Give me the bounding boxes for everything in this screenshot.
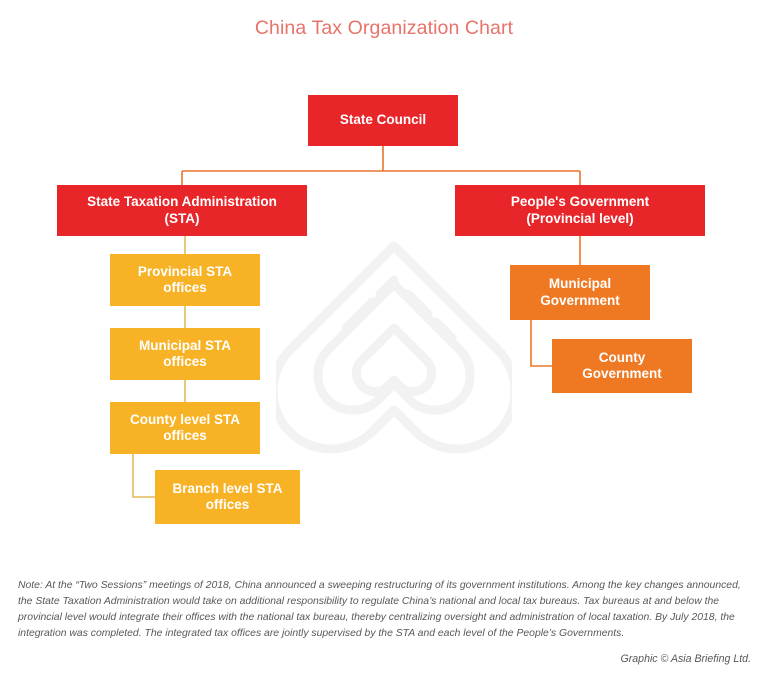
node-county-level-sta-offices[interactable]: County level STA offices: [110, 402, 260, 454]
page-title: China Tax Organization Chart: [254, 17, 514, 39]
node-provincial-sta-offices[interactable]: Provincial STA offices: [110, 254, 260, 306]
node-municipal-government[interactable]: Municipal Government: [510, 265, 650, 320]
node-peoples-government-provincial[interactable]: People's Government (Provincial level): [455, 185, 705, 236]
org-chart: State Council State Taxation Administrat…: [57, 95, 705, 524]
node-county-government[interactable]: County Government: [552, 339, 692, 393]
node-state-council[interactable]: State Council: [308, 95, 458, 146]
node-municipal-sta-offices[interactable]: Municipal STA offices: [110, 328, 260, 380]
footnote-note: Note: At the “Two Sessions” meetings of …: [18, 580, 741, 640]
node-branch-level-sta-offices[interactable]: Branch level STA offices: [155, 470, 300, 524]
graphic-credit: Graphic © Asia Briefing Ltd.: [620, 653, 751, 665]
node-state-taxation-administration[interactable]: State Taxation Administration (STA): [57, 185, 307, 236]
